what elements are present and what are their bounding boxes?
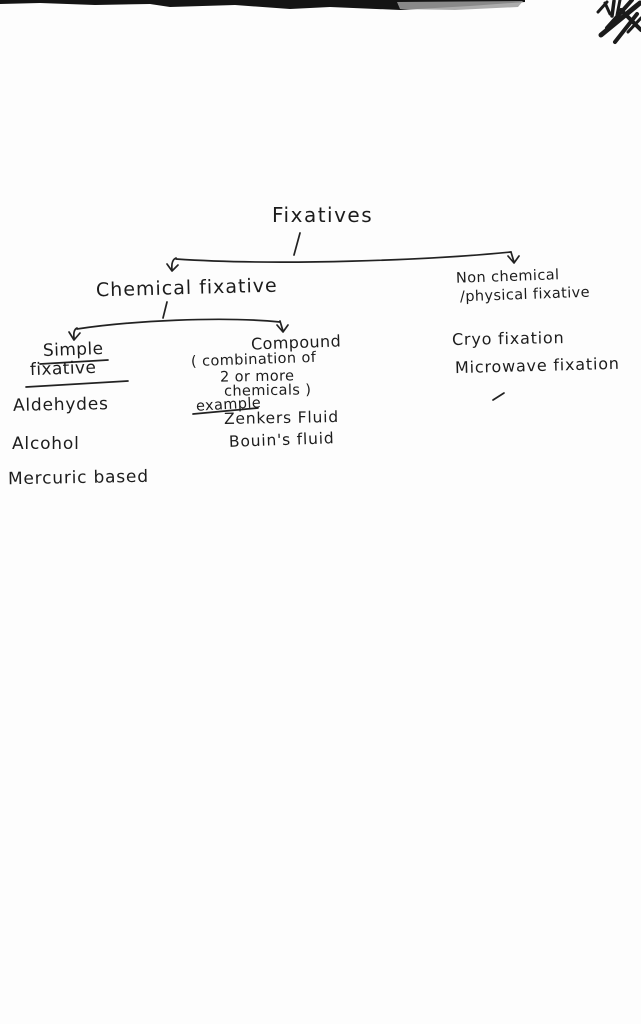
- corner-scribble: [596, 0, 641, 44]
- node-simple-line2: fixative: [29, 357, 97, 381]
- node-aldehydes: Aldehydes: [12, 394, 109, 416]
- node-title: Fixatives: [272, 203, 374, 227]
- node-cryo-fixation: Cryo fixation: [451, 328, 565, 349]
- title-tick: [293, 232, 301, 256]
- node-zenkers-fluid: Zenkers Fluid: [223, 407, 340, 429]
- scan-edge-artifact: [0, 0, 525, 10]
- node-mercuric-based: Mercuric based: [7, 466, 149, 490]
- node-alcohol: Alcohol: [12, 434, 80, 454]
- node-non-chemical-line2: /physical fixative: [459, 284, 591, 306]
- scan-edge-artifact-gray: [397, 1, 523, 10]
- level2-line: [76, 318, 281, 330]
- node-bouins-fluid: Bouin's fluid: [228, 429, 335, 451]
- level1-left-arrow: [166, 257, 179, 272]
- node-non-chemical-line1: Non chemical: [455, 267, 560, 287]
- simple-fixative-underline: [25, 380, 129, 388]
- level1-right-arrow: [507, 251, 520, 264]
- level2-left-arrow: [68, 327, 81, 341]
- node-compound-note1: ( combination of: [190, 349, 317, 371]
- stray-dash: [492, 392, 505, 401]
- level2-right-arrow: [276, 320, 289, 333]
- node-chemical-fixative: Chemical fixative: [95, 274, 278, 302]
- node-microwave-fixation: Microwave fixation: [454, 353, 620, 378]
- chemical-tick: [162, 301, 168, 319]
- level1-line: [175, 251, 512, 263]
